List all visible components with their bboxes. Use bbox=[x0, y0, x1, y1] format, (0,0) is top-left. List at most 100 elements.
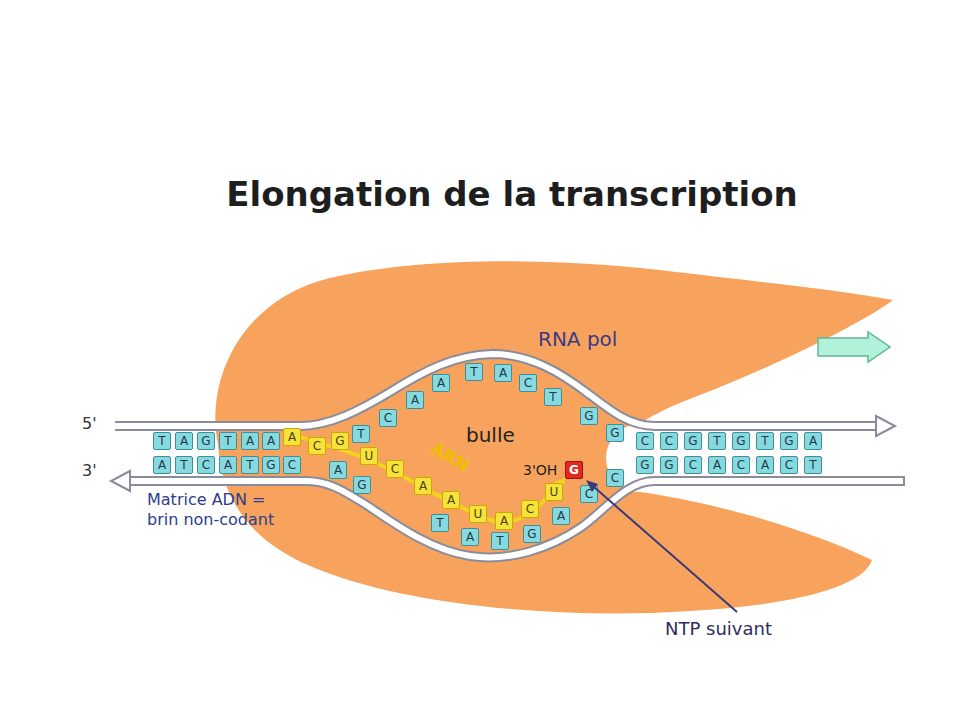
base-letter: A bbox=[437, 376, 445, 390]
rna-nucleotide: U bbox=[469, 505, 487, 523]
dna-nucleotide: A bbox=[756, 456, 774, 474]
dna-nucleotide: T bbox=[431, 514, 449, 532]
dna-nucleotide: T bbox=[153, 432, 171, 450]
base-letter: G bbox=[569, 463, 579, 477]
dna-nucleotide: T bbox=[219, 432, 237, 450]
dna-nucleotide: G bbox=[523, 525, 541, 543]
base-letter: T bbox=[713, 434, 720, 448]
base-letter: C bbox=[202, 458, 210, 472]
base-letter: A bbox=[180, 434, 188, 448]
dna-nucleotide: G bbox=[732, 432, 750, 450]
dna-nucleotide: A bbox=[494, 364, 512, 382]
strand-arrowhead bbox=[111, 471, 130, 491]
base-letter: G bbox=[640, 458, 649, 472]
base-letter: C bbox=[526, 502, 534, 516]
callout-text: NTP suivant bbox=[665, 618, 772, 639]
base-letter: A bbox=[419, 479, 427, 493]
dna-nucleotide: A bbox=[175, 432, 193, 450]
dna-nucleotide: T bbox=[804, 456, 822, 474]
base-letter: G bbox=[527, 527, 536, 541]
base-letter: G bbox=[201, 434, 210, 448]
base-letter: A bbox=[246, 434, 254, 448]
strand-end: 3' bbox=[82, 461, 97, 480]
base-letter: T bbox=[761, 434, 768, 448]
dna-nucleotide: C bbox=[580, 485, 598, 503]
base-letter: G bbox=[736, 434, 745, 448]
dna-nucleotide: T bbox=[241, 456, 259, 474]
dna-nucleotide: A bbox=[262, 432, 280, 450]
rna-nucleotide: A bbox=[414, 477, 432, 495]
polymerase-body bbox=[215, 261, 893, 613]
chain-end: 3'OH bbox=[523, 462, 557, 478]
base-letter: C bbox=[585, 487, 593, 501]
dna-nucleotide: A bbox=[432, 374, 450, 392]
dna-nucleotide: T bbox=[756, 432, 774, 450]
base-letter: C bbox=[665, 434, 673, 448]
dna-nucleotide: A bbox=[241, 432, 259, 450]
dna-nucleotide: A bbox=[461, 528, 479, 546]
rna-nucleotide: C bbox=[521, 500, 539, 518]
strand-arrowhead bbox=[876, 416, 895, 436]
dna-nucleotide: G bbox=[353, 476, 371, 494]
base-letter: A bbox=[224, 458, 232, 472]
region-name: bulle bbox=[466, 423, 515, 447]
dna-nucleotide: T bbox=[491, 532, 509, 550]
dna-nucleotide: T bbox=[544, 388, 562, 406]
dna-nucleotide: C bbox=[660, 432, 678, 450]
dna-nucleotide: G bbox=[684, 432, 702, 450]
rna-nucleotide: U bbox=[360, 447, 378, 465]
base-letter: A bbox=[411, 393, 419, 407]
dna-nucleotide: G bbox=[636, 456, 654, 474]
base-letter: G bbox=[664, 458, 673, 472]
base-letter: C bbox=[785, 458, 793, 472]
dna-nucleotide: T bbox=[352, 425, 370, 443]
base-letter: T bbox=[470, 365, 477, 379]
dna-nucleotide: G bbox=[660, 456, 678, 474]
rna-nucleotide: U bbox=[545, 483, 563, 501]
dna-nucleotide: G bbox=[262, 456, 280, 474]
base-letter: T bbox=[809, 458, 816, 472]
enzyme-name: RNA pol bbox=[538, 327, 617, 351]
rna-nucleotide: G bbox=[331, 432, 349, 450]
dna-nucleotide: T bbox=[465, 363, 483, 381]
rna-nucleotide: A bbox=[442, 491, 460, 509]
base-letter: A bbox=[499, 366, 507, 380]
base-letter: T bbox=[246, 458, 253, 472]
base-letter: C bbox=[689, 458, 697, 472]
dna-nucleotide: A bbox=[153, 456, 171, 474]
base-letter: G bbox=[610, 426, 619, 440]
base-letter: T bbox=[496, 534, 503, 548]
base-letter: C bbox=[641, 434, 649, 448]
incoming-ntp: G bbox=[565, 461, 583, 479]
base-letter: U bbox=[365, 449, 374, 463]
dna-nucleotide: T bbox=[708, 432, 726, 450]
base-letter: A bbox=[809, 434, 817, 448]
base-letter: T bbox=[158, 434, 165, 448]
rna-nucleotide: C bbox=[386, 460, 404, 478]
base-letter: C bbox=[313, 439, 321, 453]
base-letter: G bbox=[784, 434, 793, 448]
base-letter: C bbox=[524, 376, 532, 390]
dna-nucleotide: G bbox=[197, 432, 215, 450]
diagram-title: Elongation de la transcription bbox=[112, 174, 912, 214]
base-letter: T bbox=[436, 516, 443, 530]
dna-nucleotide: C bbox=[636, 432, 654, 450]
rna-nucleotide: A bbox=[283, 428, 301, 446]
base-letter: A bbox=[267, 434, 275, 448]
base-letter: T bbox=[224, 434, 231, 448]
base-letter: A bbox=[466, 530, 474, 544]
base-letter: A bbox=[713, 458, 721, 472]
dna-nucleotide: C bbox=[197, 456, 215, 474]
base-letter: A bbox=[761, 458, 769, 472]
dna-nucleotide: C bbox=[519, 374, 537, 392]
rna-nucleotide: C bbox=[308, 437, 326, 455]
dna-nucleotide: G bbox=[580, 407, 598, 425]
dna-nucleotide: G bbox=[606, 424, 624, 442]
base-letter: A bbox=[447, 493, 455, 507]
strand-note: Matrice ADN = brin non-codant bbox=[147, 490, 275, 530]
base-letter: C bbox=[391, 462, 399, 476]
dna-nucleotide: C bbox=[379, 409, 397, 427]
base-letter: G bbox=[584, 409, 593, 423]
strand-end: 5' bbox=[82, 414, 97, 433]
